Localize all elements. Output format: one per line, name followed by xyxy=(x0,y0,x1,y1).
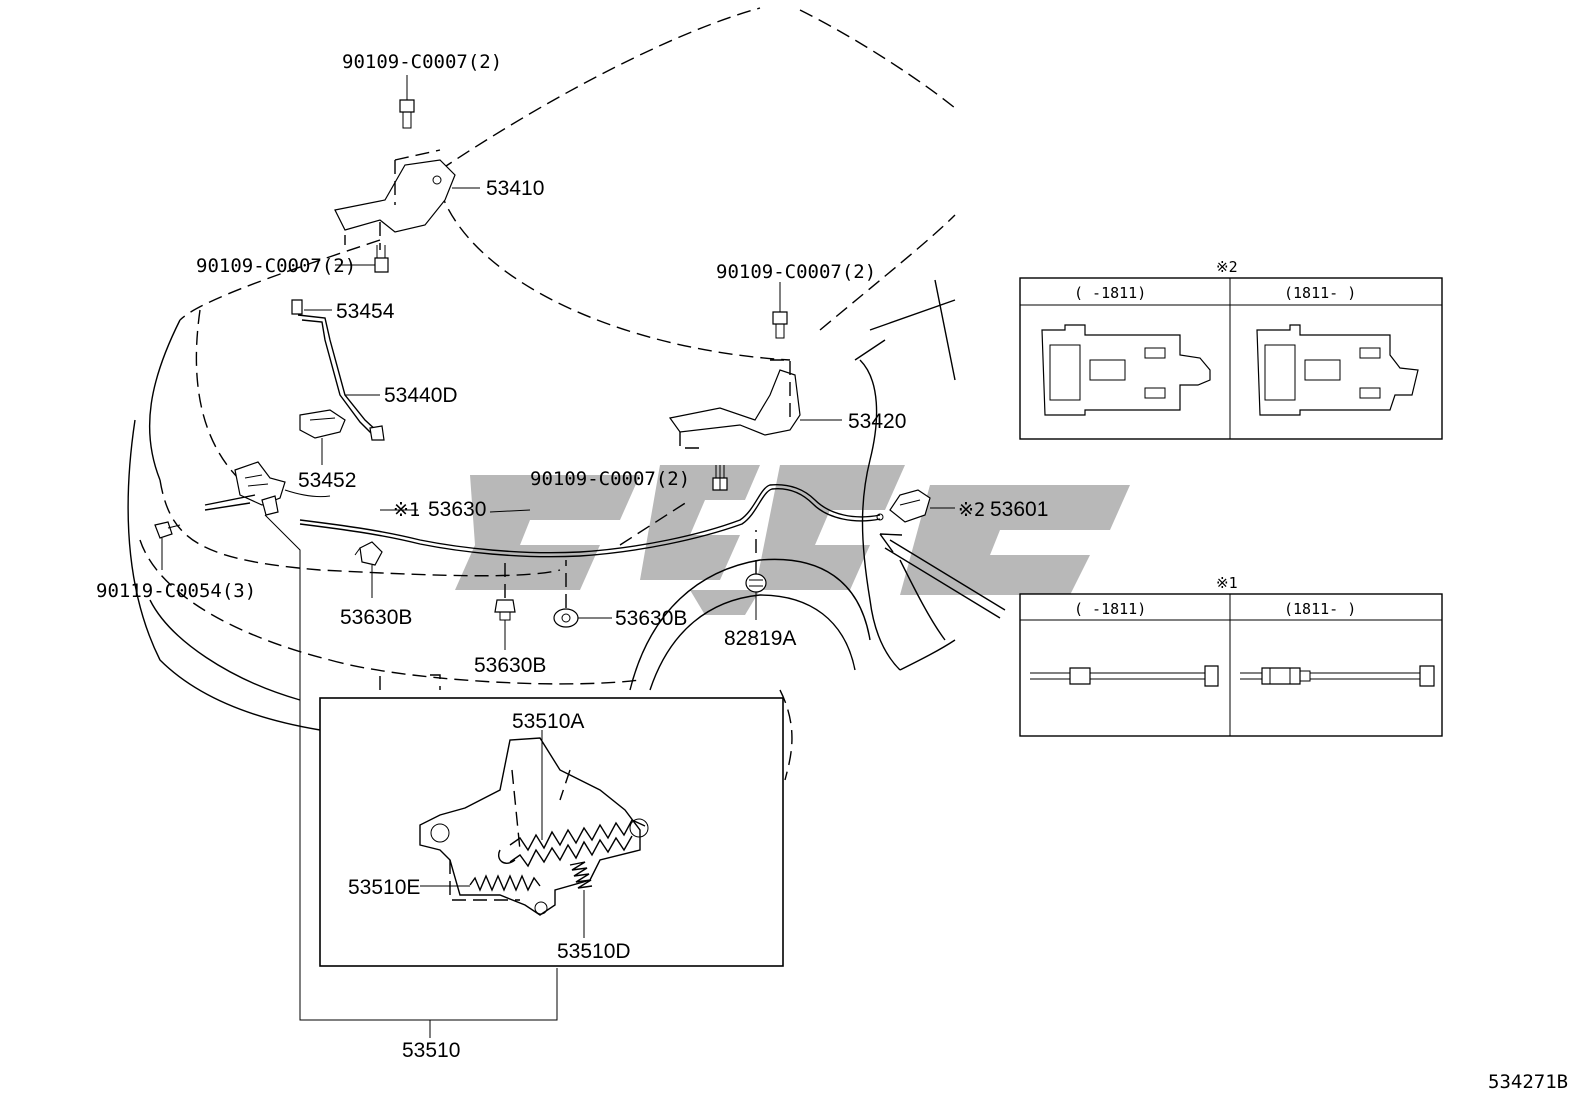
label-spring-e: 53510E xyxy=(348,876,420,899)
variant-table-lever: ※2 ( -1811) (1811- ) xyxy=(1019,258,1443,440)
bolt-top-left-icon xyxy=(399,99,415,129)
retainer-icon xyxy=(291,299,303,315)
arrow-release-lever-2 xyxy=(884,547,1001,619)
leader-cable xyxy=(489,509,531,513)
dash-cable-bolt xyxy=(619,499,691,546)
label-cable: 53630 xyxy=(428,498,486,521)
label-bolt-lower-left: 90109-C0007(2) xyxy=(196,255,356,277)
car-body-outline xyxy=(127,7,956,781)
clamp-mid-icon xyxy=(494,599,516,621)
lock-detail-drawing xyxy=(419,737,649,916)
hood-support-rod xyxy=(297,314,385,441)
variant-table-cable: ※1 ( -1811) (1811- ) xyxy=(1019,574,1443,737)
label-bolt-lock: 90119-C0054(3) xyxy=(96,580,256,602)
label-hinge-right: 53420 xyxy=(848,410,906,433)
cable-old-icon xyxy=(1030,665,1219,687)
table-cable-mark: ※1 xyxy=(1216,574,1238,592)
lever-old-icon xyxy=(1041,324,1211,416)
cable-new-icon xyxy=(1240,665,1435,687)
label-rod-holder: 53452 xyxy=(298,469,356,492)
label-bolt-cable: 90109-C0007(2) xyxy=(530,468,690,490)
clamp-left-icon xyxy=(354,541,383,566)
arrow-release-lever xyxy=(879,533,1006,611)
label-cable-mark: ※1 xyxy=(393,499,420,521)
hood-lock-assembly xyxy=(204,461,331,516)
label-clamp-mid: 53630B xyxy=(474,654,546,677)
bolt-lock-icon xyxy=(154,521,181,539)
label-bolt-hinge-right: 90109-C0007(2) xyxy=(716,261,876,283)
label-bolt-top-left: 90109-C0007(2) xyxy=(342,51,502,73)
bracket-lock-assy xyxy=(264,514,558,1021)
lever-new-icon xyxy=(1256,324,1419,416)
hood-hinge-left xyxy=(334,149,456,250)
watermark-logo xyxy=(455,465,1130,615)
hood-release-cable xyxy=(299,483,884,558)
bolt-lower-left-icon xyxy=(374,245,389,273)
grommet-icon xyxy=(745,573,767,593)
hood-hinge-right xyxy=(668,359,801,449)
table-lever-mark: ※2 xyxy=(1216,258,1238,276)
table-cable-col-right: (1811- ) xyxy=(1284,600,1356,618)
label-retainer: 53454 xyxy=(336,300,395,323)
rod-holder-icon xyxy=(299,409,346,439)
label-release-lever: 53601 xyxy=(990,498,1048,521)
bolt-right-hinge-icon xyxy=(772,311,788,339)
clamp-right-icon xyxy=(553,608,579,628)
label-lock-assy: 53510 xyxy=(402,1039,460,1062)
label-hinge-left: 53410 xyxy=(486,177,544,200)
label-spring-d: 53510D xyxy=(557,940,631,963)
table-lever-col-left: ( -1811) xyxy=(1074,284,1146,302)
label-grommet: 82819A xyxy=(724,627,796,650)
label-clamp-right: 53630B xyxy=(615,607,687,630)
release-lever-icon xyxy=(889,489,931,523)
diagram-code: 534271B xyxy=(1488,1071,1568,1093)
label-lever-mark: ※2 xyxy=(958,499,985,521)
label-clamp-left: 53630B xyxy=(340,606,412,629)
table-cable-col-left: ( -1811) xyxy=(1074,600,1146,618)
table-lever-col-right: (1811- ) xyxy=(1284,284,1356,302)
label-support-rod: 53440D xyxy=(384,384,458,407)
label-spring-a: 53510A xyxy=(512,710,584,733)
